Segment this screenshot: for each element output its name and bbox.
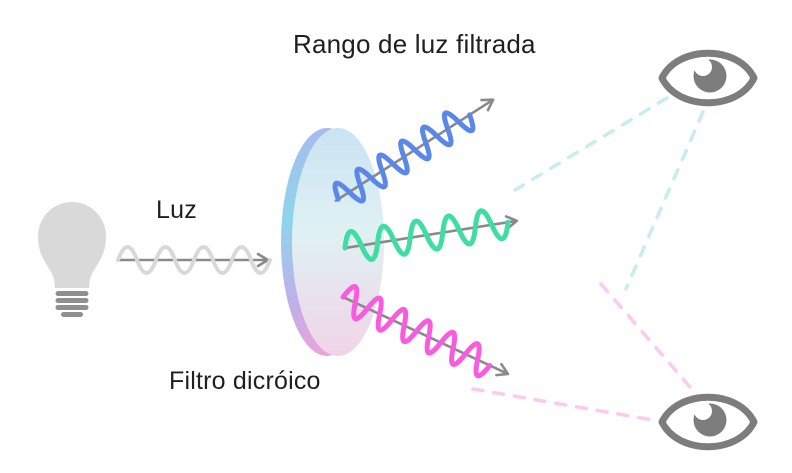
incident-wave bbox=[116, 245, 272, 275]
filtered-ray-blue bbox=[332, 98, 495, 204]
bulb-base-stripe bbox=[55, 305, 89, 310]
bulb-glass bbox=[38, 202, 106, 288]
bulb-base-stripe bbox=[55, 291, 89, 296]
incident-light-ray bbox=[116, 245, 272, 275]
blue-wave bbox=[332, 110, 476, 204]
filter-label: Filtro dicróico bbox=[169, 367, 321, 395]
filter-face bbox=[292, 128, 384, 356]
sight-line-pink-upper bbox=[599, 282, 698, 396]
eye-pupil-highlight bbox=[694, 58, 712, 76]
green-wave bbox=[342, 208, 511, 262]
sight-lines-cyan bbox=[513, 96, 705, 291]
sight-line-cyan-lower bbox=[624, 110, 705, 291]
dichroic-filter-lens bbox=[281, 128, 384, 356]
bulb-base-stripe bbox=[55, 298, 89, 303]
bulb-base-stripe bbox=[61, 312, 83, 317]
eye-icon bbox=[658, 393, 758, 451]
sight-line-cyan-upper bbox=[513, 96, 669, 192]
green-ray-arrow bbox=[342, 215, 519, 250]
sight-lines-pink bbox=[471, 282, 698, 423]
magenta-wave bbox=[340, 284, 493, 379]
light-source-label: Luz bbox=[156, 196, 197, 224]
eye-pupil-highlight bbox=[694, 402, 712, 420]
sight-line-pink-lower bbox=[471, 387, 661, 423]
eye-icon bbox=[658, 49, 758, 107]
diagram-title: Rango de luz filtrada bbox=[293, 29, 536, 59]
filtered-ray-green bbox=[342, 208, 519, 262]
light-bulb-icon bbox=[38, 202, 106, 317]
filtered-ray-magenta bbox=[340, 284, 510, 379]
